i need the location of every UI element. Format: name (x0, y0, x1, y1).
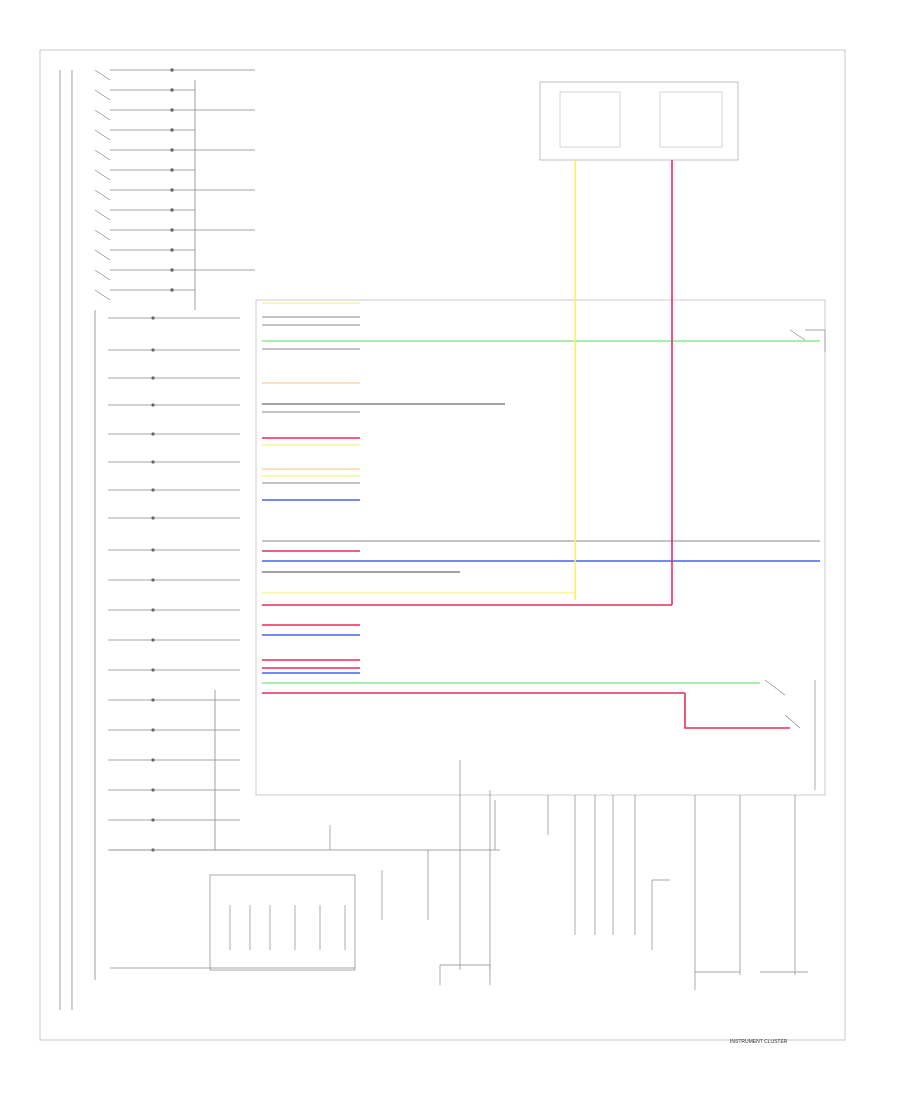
signal-row-terminal (151, 668, 155, 672)
footer-right-title: INSTRUMENT CLUSTER (730, 1039, 788, 1045)
instrument-cluster-outline (255, 299, 826, 796)
signal-row-terminal (151, 548, 155, 552)
wire-red-drop (684, 693, 790, 729)
signal-row-terminal (151, 638, 155, 642)
signal-row-terminal (151, 516, 155, 520)
diagram-frame (39, 49, 846, 1041)
signal-row-terminal (151, 698, 155, 702)
signal-row-terminal (151, 432, 155, 436)
signal-row-terminal (151, 818, 155, 822)
signal-row-terminal (151, 788, 155, 792)
bottom-connectors (110, 760, 808, 990)
signal-row-terminal (151, 316, 155, 320)
signal-row-terminal (151, 460, 155, 464)
signal-row-terminal (151, 758, 155, 762)
cluster-wires (262, 302, 820, 729)
signal-row-terminal (151, 403, 155, 407)
left-bus-lines (59, 70, 216, 1010)
signal-row-terminal (151, 578, 155, 582)
top-control-module (539, 81, 739, 605)
signal-row-terminal (151, 348, 155, 352)
left-signal-rows (108, 316, 240, 852)
signal-row-terminal (151, 376, 155, 380)
right-switches (764, 329, 826, 790)
signal-row-terminal (151, 728, 155, 732)
switch-ladder (94, 68, 255, 301)
signal-row-terminal (151, 608, 155, 612)
signal-row-terminal (151, 488, 155, 492)
